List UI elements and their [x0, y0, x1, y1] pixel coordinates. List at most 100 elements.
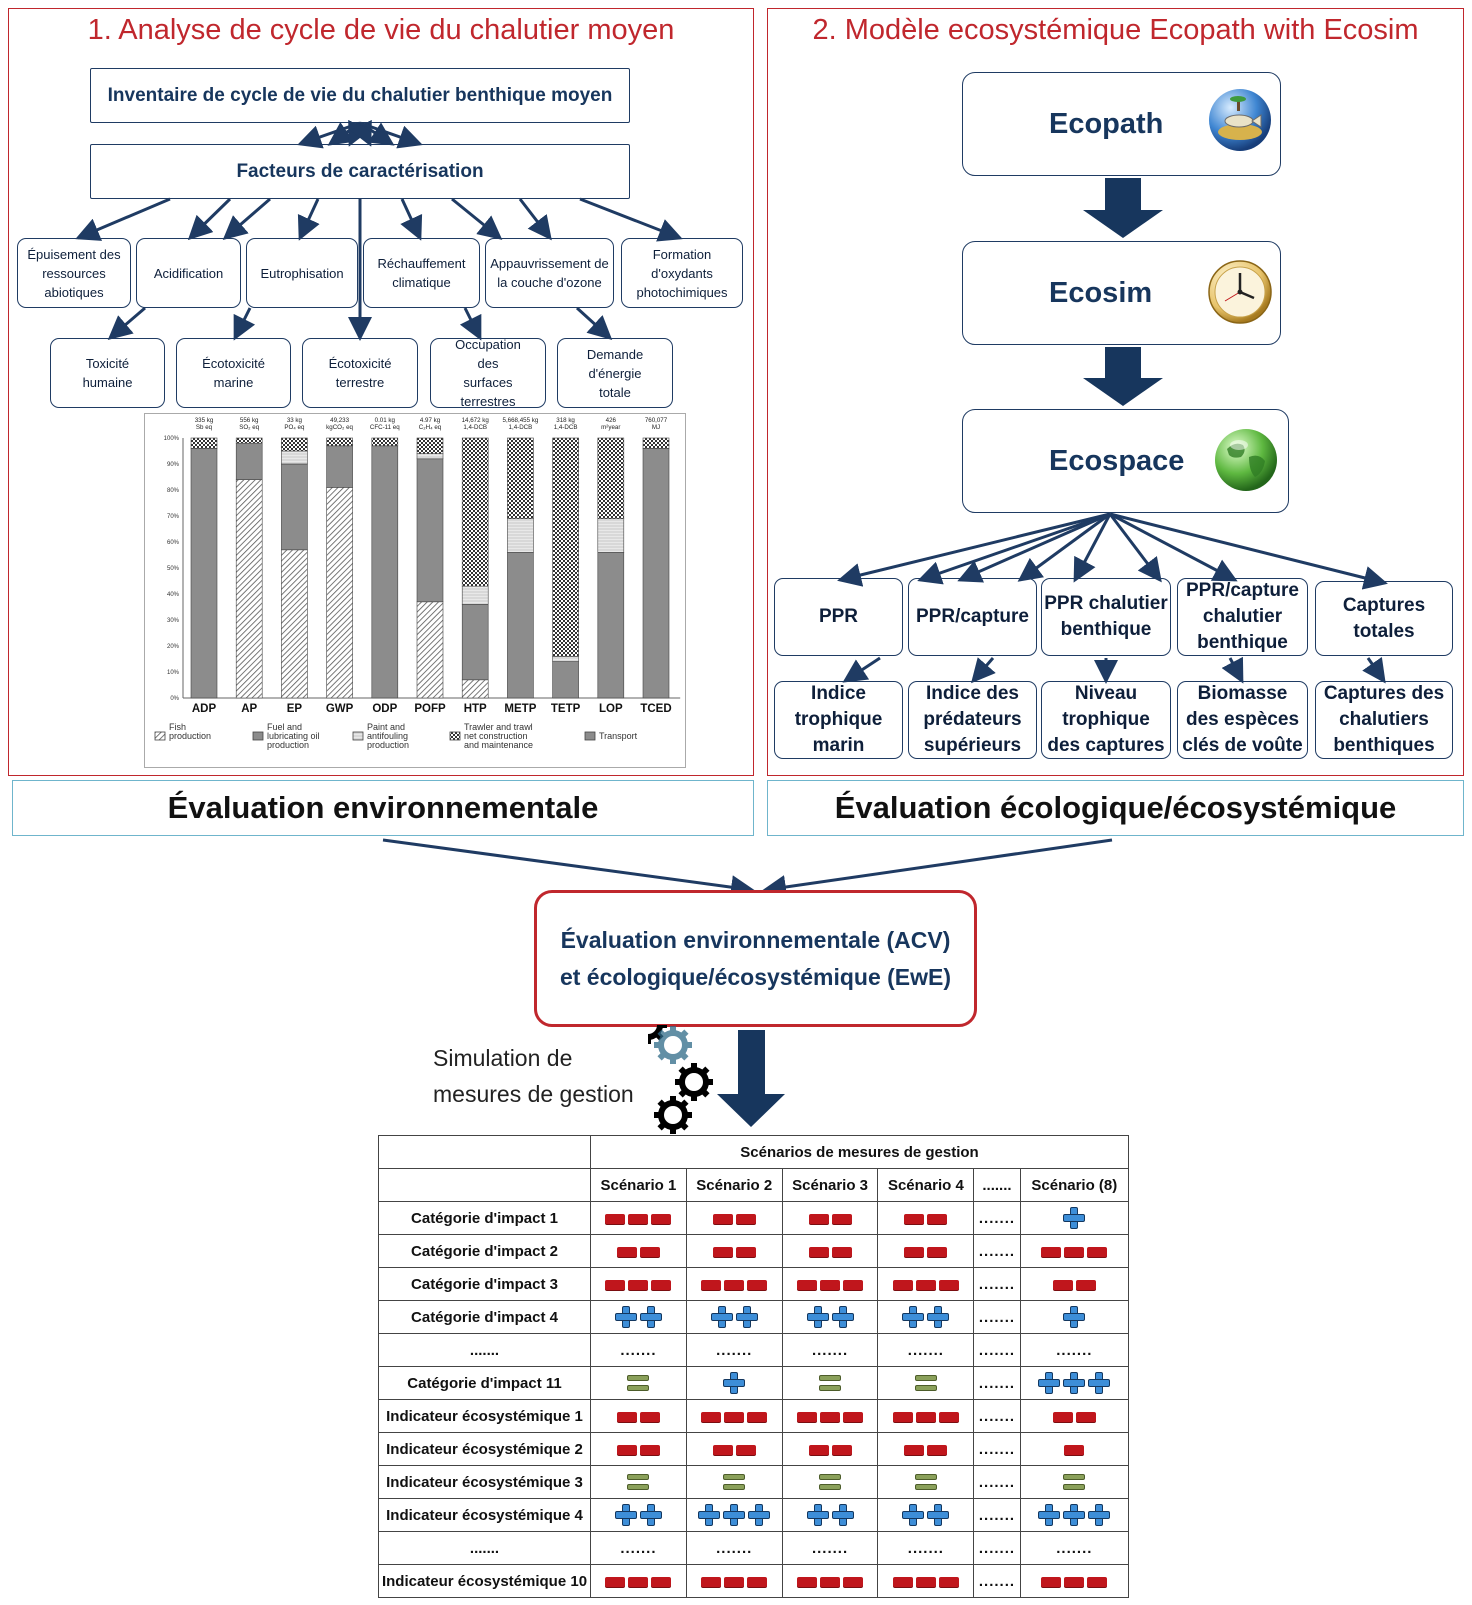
chart-bar-pofp-s1: [416, 458, 444, 603]
impact-eutrophication: Eutrophisation: [246, 238, 358, 308]
impact-ozone-depletion: Appauvrissement de la couche d'ozone: [485, 238, 614, 308]
minus-icon: [605, 1279, 626, 1290]
plus-icon: [735, 1306, 758, 1328]
plus-icon: [1038, 1372, 1061, 1394]
chart-y-tick: 10%: [167, 670, 180, 676]
table-cell: [877, 1366, 975, 1400]
chart-y-tick: 50%: [167, 566, 180, 572]
chart-legend-swatch-0: [154, 731, 166, 741]
chart-bar-gwp-s1: [326, 445, 353, 488]
chart-bar-metp-s3: [507, 437, 534, 519]
impact-climate-change: Réchauffement climatique: [363, 238, 480, 308]
equal-icon: [627, 1473, 650, 1491]
plus-icon: [748, 1504, 771, 1526]
table-row-label: Indicateur écosystémique 10: [378, 1564, 591, 1598]
minus-icon: [915, 1411, 936, 1422]
plus-icon: [831, 1306, 854, 1328]
chart-bar-tetp-s3: [552, 437, 579, 657]
chart-x-tick-htp: HTP: [464, 703, 487, 715]
minus-icon: [831, 1444, 852, 1455]
minus-icon: [628, 1213, 649, 1224]
table-cell: [877, 1234, 975, 1268]
impact-symbols: [797, 1279, 864, 1290]
chart-legend-swatch-4: [584, 731, 596, 741]
minus-icon: [735, 1246, 756, 1257]
plus-icon: [1063, 1207, 1086, 1229]
placeholder-dots: .......: [907, 1341, 944, 1359]
table-column-header: Scénario 1: [590, 1168, 687, 1202]
impact-symbols: [904, 1246, 948, 1257]
table-cell: [877, 1564, 975, 1598]
placeholder-dots: .......: [716, 1539, 753, 1557]
placeholder-dots: .......: [620, 1539, 657, 1557]
impact-symbols: [1052, 1411, 1096, 1422]
ecological-evaluation-label: Évaluation écologique/écosystémique: [767, 780, 1464, 836]
placeholder-dots: .......: [978, 1539, 1016, 1557]
impact-symbols: [806, 1504, 854, 1526]
minus-icon: [735, 1444, 756, 1455]
table-cell: [685, 1300, 783, 1334]
table-cell: [1019, 1300, 1130, 1334]
factors-box: Facteurs de caractérisation: [90, 144, 630, 199]
impact-symbols: [616, 1411, 660, 1422]
fish-globe-icon: [1209, 89, 1271, 151]
table-cell: [781, 1432, 879, 1466]
impact-symbols: [1041, 1246, 1108, 1257]
impact-symbols: [902, 1504, 950, 1526]
chart-x-tick-ap: AP: [241, 703, 257, 715]
impact-symbols: [605, 1213, 672, 1224]
indicator-ppr-catch: PPR/capture: [908, 578, 1037, 656]
table-cell: [1019, 1465, 1130, 1499]
table-cell: .......: [973, 1564, 1021, 1598]
impact-symbols: [701, 1576, 768, 1587]
chart-y-tick: 20%: [167, 644, 180, 650]
table-row-label: Indicateur écosystémique 2: [378, 1432, 591, 1466]
minus-icon: [651, 1279, 672, 1290]
table-cell: .......: [973, 1531, 1021, 1565]
equal-icon: [1063, 1473, 1086, 1491]
placeholder-dots: .......: [978, 1572, 1016, 1590]
chart-x-tick-odp: ODP: [372, 703, 397, 715]
chart-bar-metp-s1: [507, 552, 534, 699]
table-cell: .......: [973, 1201, 1021, 1235]
minus-icon: [712, 1246, 733, 1257]
placeholder-dots: .......: [620, 1341, 657, 1359]
placeholder-dots: .......: [1056, 1539, 1093, 1557]
chart-bar-tced-s1: [642, 448, 670, 699]
plus-icon: [1088, 1504, 1111, 1526]
minus-icon: [808, 1444, 829, 1455]
table-cell: [685, 1465, 783, 1499]
minus-icon: [915, 1576, 936, 1587]
impact-symbols: [614, 1504, 662, 1526]
chart-x-tick-pofp: POFP: [414, 703, 446, 715]
table-cell: [685, 1234, 783, 1268]
table-column-header: Scénario (8): [1019, 1168, 1130, 1202]
chart-bar-gwp-s3: [326, 437, 353, 447]
model-ecopath: Ecopath: [962, 72, 1281, 176]
table-cell: [877, 1201, 975, 1235]
table-cell: [590, 1498, 687, 1532]
table-row: Indicateur écosystémique 2.......: [378, 1432, 1130, 1466]
chart-bar-htp-s2: [461, 585, 489, 605]
impact-symbols: [1063, 1207, 1086, 1229]
table-cell: [877, 1465, 975, 1499]
minus-icon: [892, 1411, 913, 1422]
minus-icon: [904, 1246, 925, 1257]
table-cell: [590, 1366, 687, 1400]
table-row-label: Indicateur écosystémique 3: [378, 1465, 591, 1499]
impact-symbols: [605, 1279, 672, 1290]
placeholder-dots: .......: [978, 1275, 1016, 1293]
chart-bar-tetp-s1: [552, 661, 579, 699]
plus-icon: [723, 1504, 746, 1526]
table-corner-cell: [378, 1168, 591, 1202]
chart-x-tick-tetp: TETP: [551, 703, 581, 715]
table-cell: .......: [973, 1300, 1021, 1334]
table-cell: .......: [973, 1465, 1021, 1499]
minus-icon: [820, 1279, 841, 1290]
chart-y-tick: 60%: [167, 540, 180, 546]
indicator-marine-trophic-index: Indice trophique marin: [774, 681, 903, 759]
